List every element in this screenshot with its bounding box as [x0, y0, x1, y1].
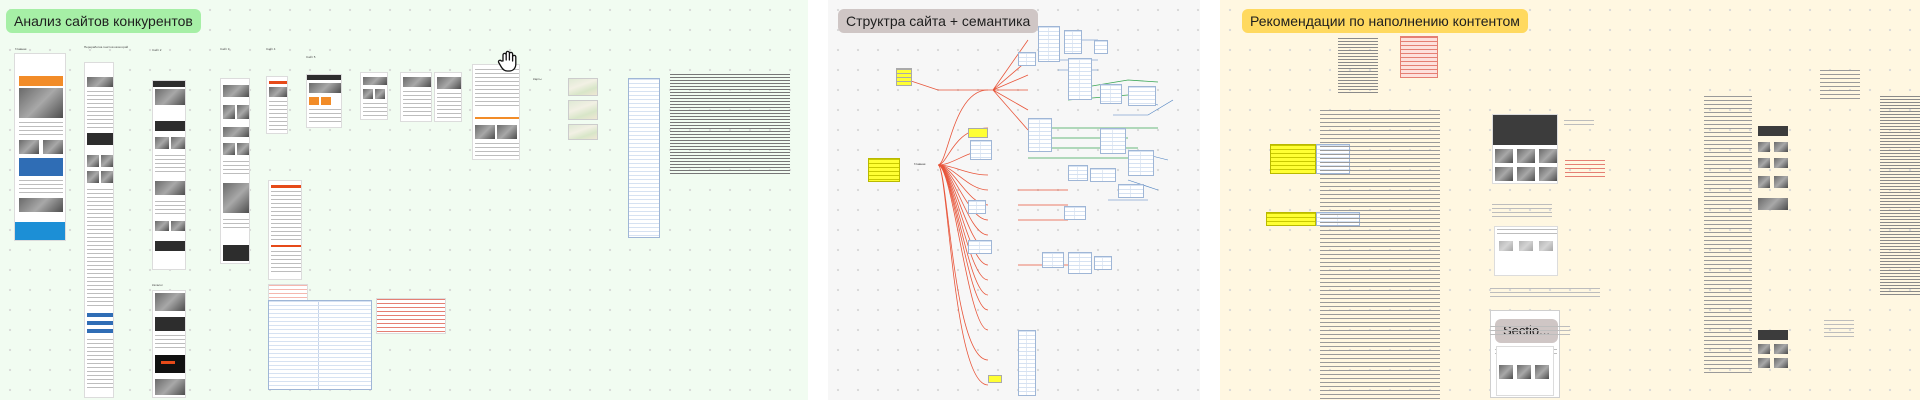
competitor-screenshot[interactable]: [400, 72, 432, 122]
competitor-screenshot[interactable]: [152, 290, 186, 398]
notes-text: [1704, 96, 1752, 376]
yellow-note[interactable]: [988, 375, 1002, 383]
competitor-screenshot[interactable]: [434, 72, 462, 122]
keywords-table[interactable]: [970, 140, 992, 160]
notes-card[interactable]: [376, 298, 446, 334]
yellow-note[interactable]: [896, 68, 912, 86]
keywords-table[interactable]: [1018, 330, 1036, 396]
keywords-table[interactable]: [1068, 165, 1088, 181]
keywords-table[interactable]: [1118, 184, 1144, 198]
yellow-table[interactable]: [868, 158, 900, 182]
section-site-structure[interactable]: Структра сайта + семантика: [828, 0, 1200, 400]
keywords-table[interactable]: [1028, 118, 1052, 152]
reference-screenshot[interactable]: [1492, 114, 1558, 184]
reference-photo[interactable]: [1758, 158, 1770, 168]
keywords-table[interactable]: [1068, 252, 1092, 274]
section-label-content[interactable]: Рекомендации по наполнению контентом: [1242, 9, 1528, 33]
section-label-competitors[interactable]: Анализ сайтов конкурентов: [6, 9, 201, 33]
keywords-table[interactable]: [1064, 206, 1086, 220]
data-table[interactable]: [268, 300, 372, 390]
reference-photo[interactable]: [1758, 198, 1788, 210]
notes-text: [1820, 70, 1860, 100]
yellow-table[interactable]: [1266, 212, 1316, 226]
caption: Сайт 5: [306, 55, 316, 59]
keywords-table[interactable]: [968, 200, 986, 214]
reference-photo[interactable]: [1758, 358, 1770, 368]
yellow-note[interactable]: [968, 128, 988, 138]
keywords-table[interactable]: [968, 240, 992, 254]
section-competitor-analysis[interactable]: Анализ сайтов конкурентов Главная Перера…: [0, 0, 808, 400]
yellow-table[interactable]: [1270, 144, 1316, 174]
caption: Карты: [533, 77, 542, 81]
keywords-table[interactable]: [1094, 256, 1112, 270]
keywords-table[interactable]: [1090, 168, 1116, 182]
keywords-table[interactable]: [1068, 58, 1092, 100]
notes-text: [1320, 110, 1440, 400]
keywords-table[interactable]: [1128, 150, 1154, 176]
grab-hand-icon: [497, 49, 519, 73]
notes-text: [1565, 160, 1605, 180]
keywords-table[interactable]: [1100, 84, 1122, 104]
competitor-screenshot[interactable]: [266, 76, 288, 134]
reference-screenshot[interactable]: [1496, 346, 1554, 396]
caption: Сайт 4: [266, 47, 276, 51]
section-label-structure[interactable]: Структра сайта + семантика: [838, 9, 1039, 33]
competitor-screenshot[interactable]: [268, 180, 302, 280]
map-screenshot[interactable]: [568, 100, 598, 120]
reference-photo[interactable]: [1758, 344, 1770, 354]
caption: Сайт 2: [152, 48, 162, 52]
reference-photo[interactable]: [1774, 142, 1788, 152]
notes-text: [1564, 120, 1594, 128]
notes-text: [1490, 288, 1600, 300]
sticky-note[interactable]: [1400, 36, 1438, 78]
caption: Переработка текстов категорий: [84, 45, 129, 49]
notes-text: [1338, 38, 1378, 94]
caption: Сайт 3: [220, 47, 230, 51]
keywords-table[interactable]: [1042, 252, 1064, 268]
caption: Главная: [15, 47, 27, 51]
reference-photo[interactable]: [1758, 142, 1770, 152]
notes-text: [1824, 320, 1854, 340]
competitor-screenshot[interactable]: [152, 80, 186, 270]
competitor-screenshot[interactable]: [14, 53, 66, 241]
competitor-screenshot[interactable]: [220, 78, 250, 264]
notes-text: [670, 74, 790, 174]
notes-text: [1492, 204, 1552, 220]
mindmap-connectors: [907, 39, 1174, 386]
reference-photo[interactable]: [1758, 176, 1770, 188]
keywords-table[interactable]: [1064, 30, 1082, 54]
reference-photo[interactable]: [1774, 358, 1788, 368]
keywords-table[interactable]: [1038, 26, 1060, 62]
section-content-recommendations[interactable]: Рекомендации по наполнению контентом Sec…: [1220, 0, 1920, 400]
keywords-table[interactable]: [1018, 52, 1036, 66]
reference-photo[interactable]: [1774, 176, 1788, 188]
reference-photo[interactable]: [1774, 158, 1788, 168]
competitor-screenshot[interactable]: [360, 72, 388, 120]
reference-screenshot[interactable]: [1494, 226, 1558, 276]
competitor-screenshot[interactable]: [472, 64, 520, 160]
reference-photo[interactable]: [1774, 344, 1788, 354]
map-screenshot[interactable]: [568, 124, 598, 140]
keywords-table[interactable]: [628, 78, 660, 238]
keywords-table[interactable]: [1100, 128, 1126, 154]
keywords-table[interactable]: [1094, 40, 1108, 54]
competitor-screenshot[interactable]: [84, 62, 114, 398]
competitor-screenshot[interactable]: [306, 74, 342, 128]
mindmap-root[interactable]: Главная: [914, 162, 926, 166]
notes-text: [1490, 326, 1570, 336]
reference-photo[interactable]: [1758, 330, 1788, 340]
notes-text: [1880, 96, 1920, 296]
reference-photo[interactable]: [1758, 126, 1788, 136]
caption: Каталог: [152, 283, 163, 287]
map-screenshot[interactable]: [568, 78, 598, 96]
keywords-table[interactable]: [1128, 86, 1156, 106]
